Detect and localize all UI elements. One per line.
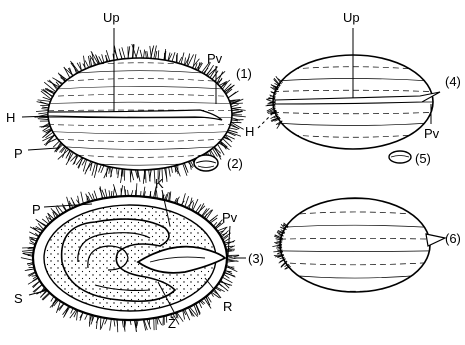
label-up-seed-4: Up [343,10,360,25]
label-z-seed-3: Ž [168,316,176,331]
label-k-seed-3: K [155,176,164,191]
seed-3-cross-section [21,183,239,332]
label-pv-seed-1: Pv [207,51,223,66]
seed-2-small [194,155,218,171]
label-pv-seed-4: Pv [424,126,440,141]
seed-6-smooth-exterior [272,198,445,292]
label-h-seed-4: H [245,124,254,139]
label-s-seed-3: S [14,291,23,306]
label-number-1: (1) [236,66,252,81]
seed-5-small [389,151,411,163]
label-r-seed-3: R [223,299,232,314]
label-p-seed-1: P [14,146,23,161]
label-h-seed-1: H [6,110,15,125]
label-number-5: (5) [415,151,431,166]
label-pv-seed-3: Pv [222,210,238,225]
label-number-3: (3) [248,251,264,266]
label-p-seed-3: P [32,202,41,217]
label-number-6: (6) [445,231,461,246]
label-number-2: (2) [227,156,243,171]
label-number-4: (4) [445,74,461,89]
label-up-seed-1: Up [103,10,120,25]
